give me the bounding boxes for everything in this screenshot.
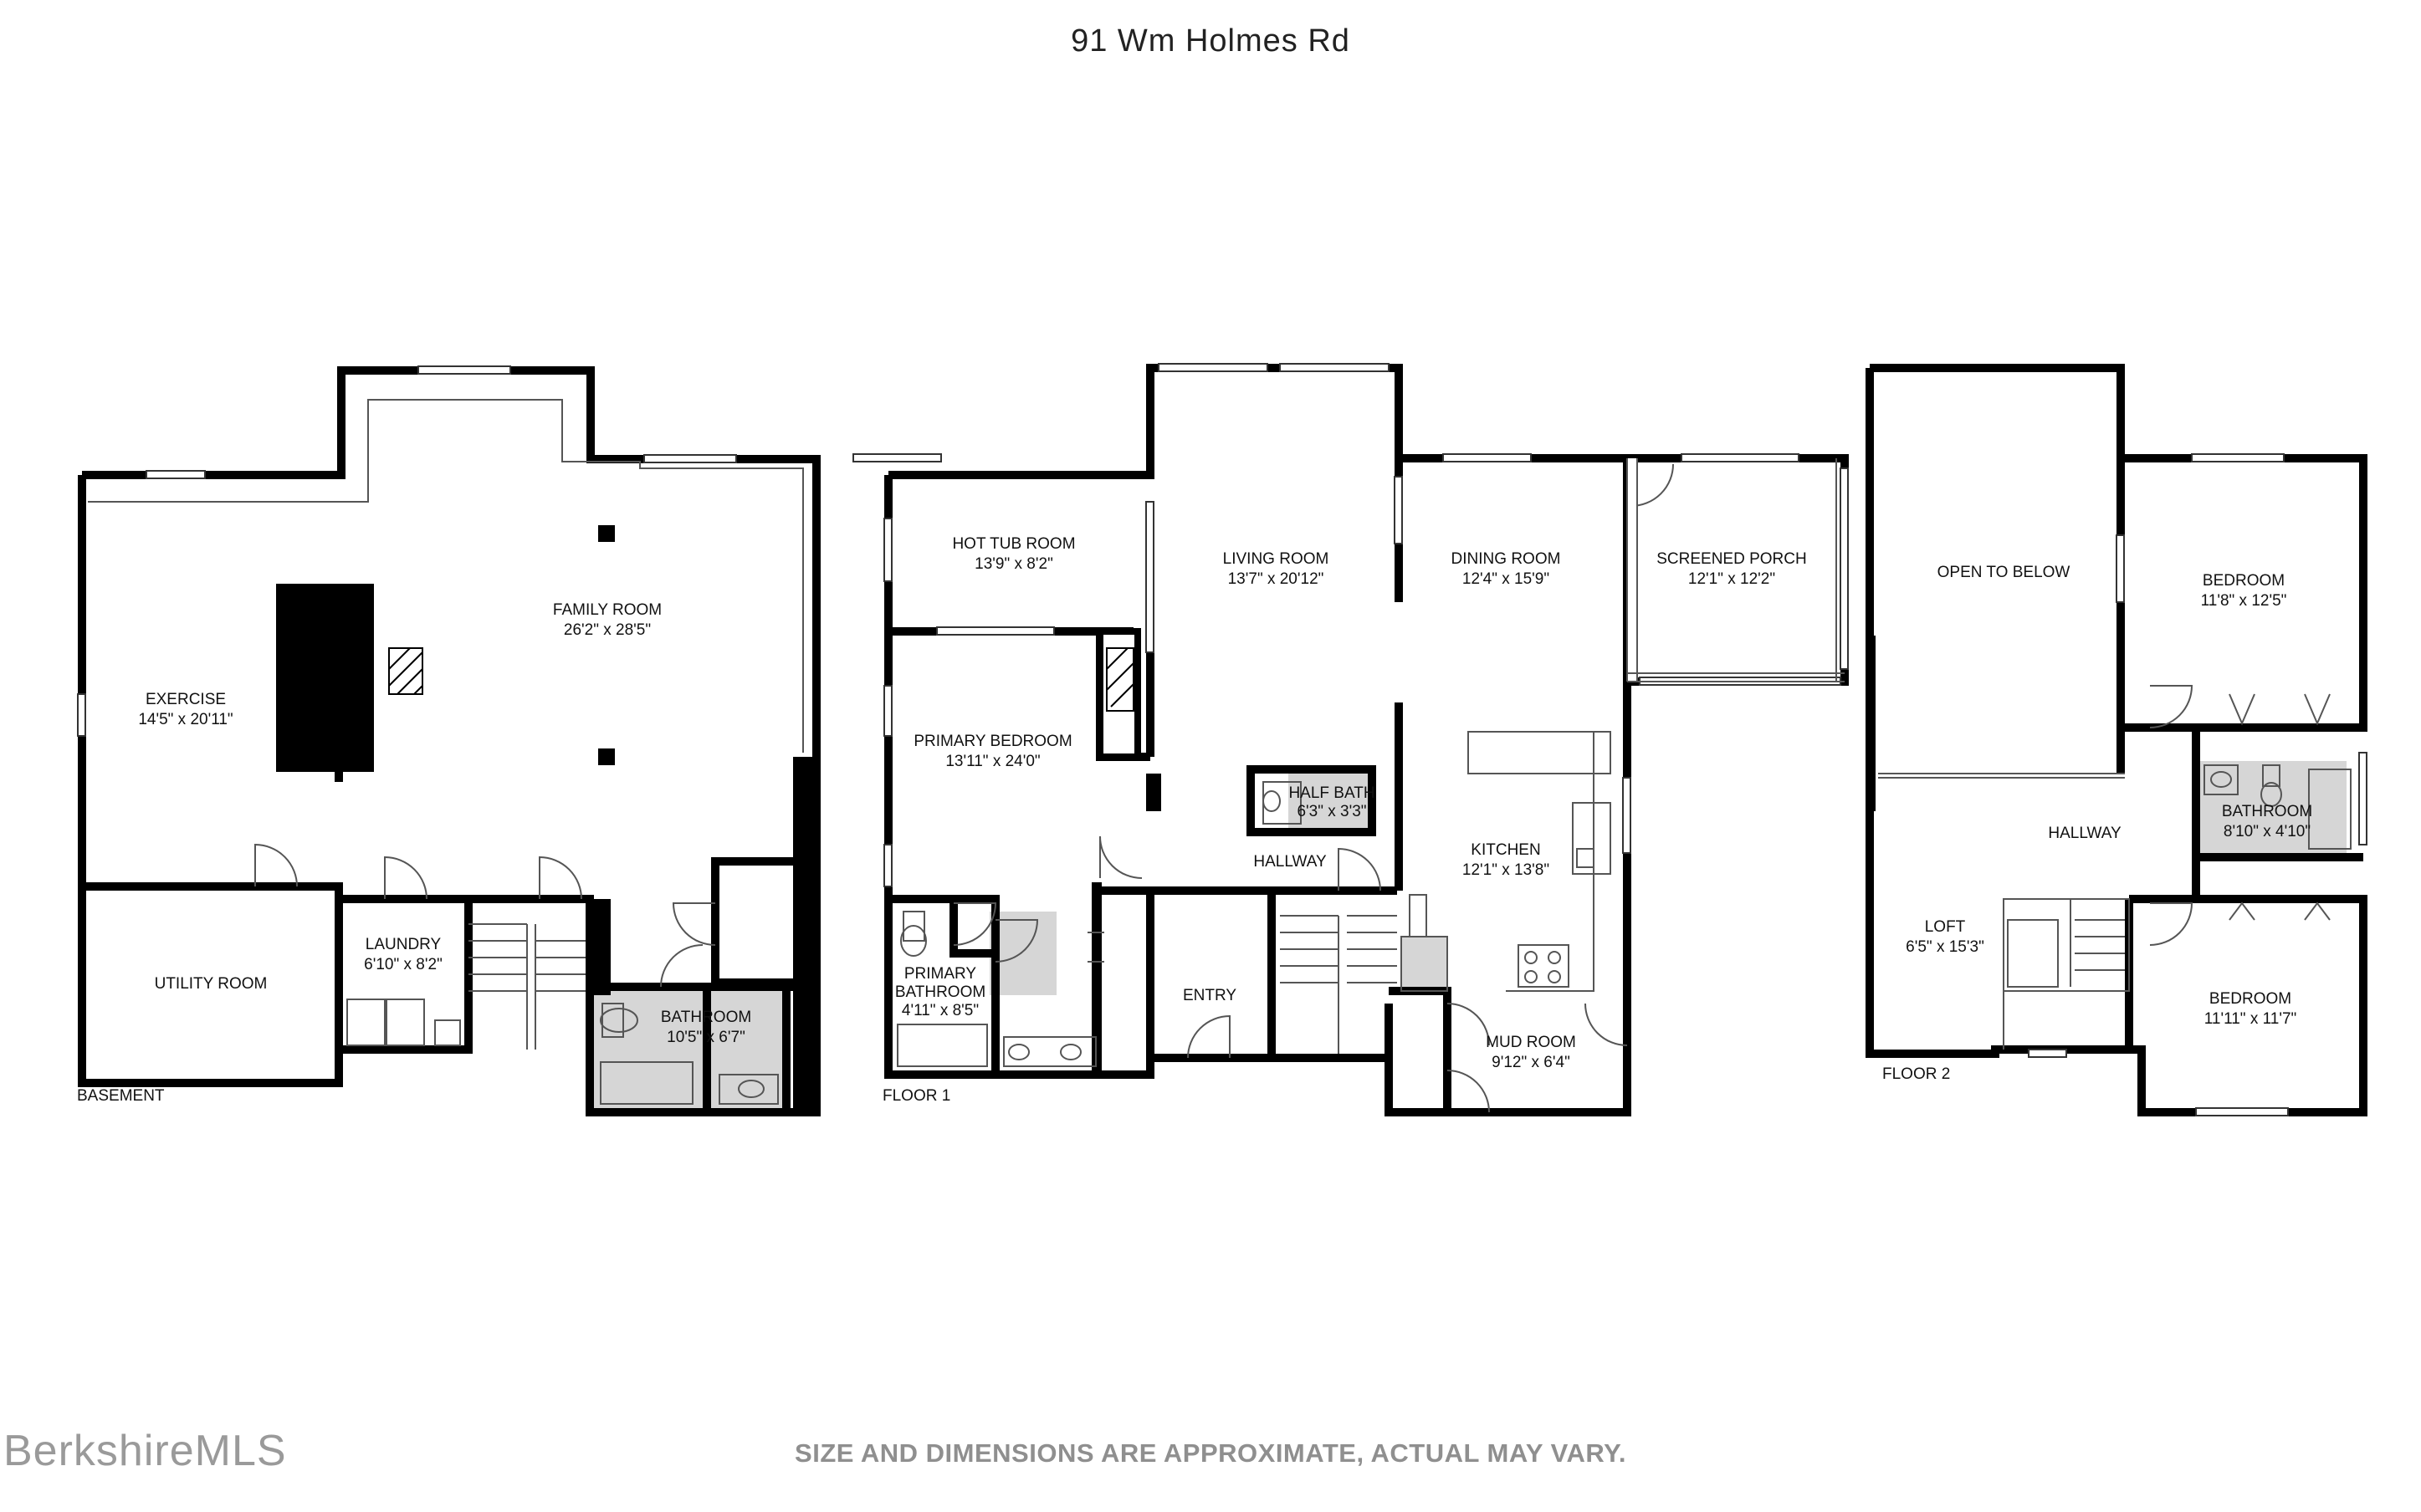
room-dims-kitchen: 12'1" x 13'8" xyxy=(1462,861,1549,879)
room-dims-bedroom-lower: 11'11" x 11'7" xyxy=(2204,1010,2297,1028)
room-name-basement-bathroom: BATHROOM xyxy=(661,1009,751,1026)
room-name-living-room: LIVING ROOM xyxy=(1223,550,1329,568)
room-name-screened-porch: SCREENED PORCH xyxy=(1656,550,1806,568)
floor2-plan xyxy=(1866,364,2367,1116)
room-dims-laundry: 6'10" x 8'2" xyxy=(364,956,443,973)
floor-label-floor1: FLOOR 1 xyxy=(883,1087,950,1105)
room-name-loft: LOFT xyxy=(1925,918,1966,936)
room-dims-mud-room: 9'12" x 6'4" xyxy=(1492,1054,1570,1071)
room-dims-primary-bedroom: 13'11" x 24'0" xyxy=(945,753,1040,770)
room-name-hot-tub-room: HOT TUB ROOM xyxy=(952,535,1075,553)
room-dims-half-bath: 6'3" x 3'3" xyxy=(1297,803,1366,820)
room-name-half-bath: HALF BATH xyxy=(1288,784,1374,802)
room-name-family-room: FAMILY ROOM xyxy=(553,601,662,619)
room-dims-hot-tub-room: 13'9" x 8'2" xyxy=(975,555,1053,573)
room-name-exercise: EXERCISE xyxy=(146,691,226,708)
room-dims-dining-room: 12'4" x 15'9" xyxy=(1462,570,1549,588)
property-address-title: 91 Wm Holmes Rd xyxy=(1071,23,1350,59)
dimensions-disclaimer: SIZE AND DIMENSIONS ARE APPROXIMATE, ACT… xyxy=(795,1438,1626,1468)
mls-watermark: BerkshireMLS xyxy=(3,1427,287,1475)
room-dims-living-room: 13'7" x 20'12" xyxy=(1228,570,1324,588)
room-name-bedroom-lower: BEDROOM xyxy=(2209,990,2291,1008)
room-name-dining-room: DINING ROOM xyxy=(1451,550,1561,568)
room-name-floor1-hallway: HALLWAY xyxy=(1253,853,1327,871)
room-name-utility-room: UTILITY ROOM xyxy=(155,975,268,993)
room-dims-primary-bathroom: 4'11" x 8'5" xyxy=(902,1002,979,1019)
room-dims-basement-bathroom: 10'5" x 6'7" xyxy=(667,1029,745,1046)
room-name-floor2-hallway: HALLWAY xyxy=(2048,825,2122,842)
room-dims-screened-porch: 12'1" x 12'2" xyxy=(1688,570,1775,588)
room-name-primary-bathroom-line1: PRIMARY xyxy=(904,965,977,983)
room-name-floor2-bathroom: BATHROOM xyxy=(2222,803,2312,820)
room-name-primary-bedroom: PRIMARY BEDROOM xyxy=(914,733,1072,750)
room-name-bedroom-upper: BEDROOM xyxy=(2203,572,2285,590)
room-dims-loft: 6'5" x 15'3" xyxy=(1906,938,1984,956)
floor-label-basement: BASEMENT xyxy=(77,1087,165,1105)
room-dims-exercise: 14'5" x 20'11" xyxy=(138,711,233,728)
room-name-primary-bathroom-line2: BATHROOM xyxy=(895,983,985,1001)
floor-label-floor2: FLOOR 2 xyxy=(1882,1065,1950,1083)
room-name-open-to-below: OPEN TO BELOW xyxy=(1937,564,2070,581)
room-name-laundry: LAUNDRY xyxy=(366,936,442,953)
room-dims-family-room: 26'2" x 28'5" xyxy=(564,621,651,639)
basement-plan xyxy=(77,365,821,1116)
room-dims-floor2-bathroom: 8'10" x 4'10" xyxy=(2224,823,2311,840)
floor1-plan xyxy=(852,363,1849,1116)
room-name-mud-room: MUD ROOM xyxy=(1486,1034,1576,1051)
room-name-kitchen: KITCHEN xyxy=(1471,841,1540,859)
room-name-entry: ENTRY xyxy=(1183,987,1236,1004)
room-dims-bedroom-upper: 11'8" x 12'5" xyxy=(2201,592,2287,610)
